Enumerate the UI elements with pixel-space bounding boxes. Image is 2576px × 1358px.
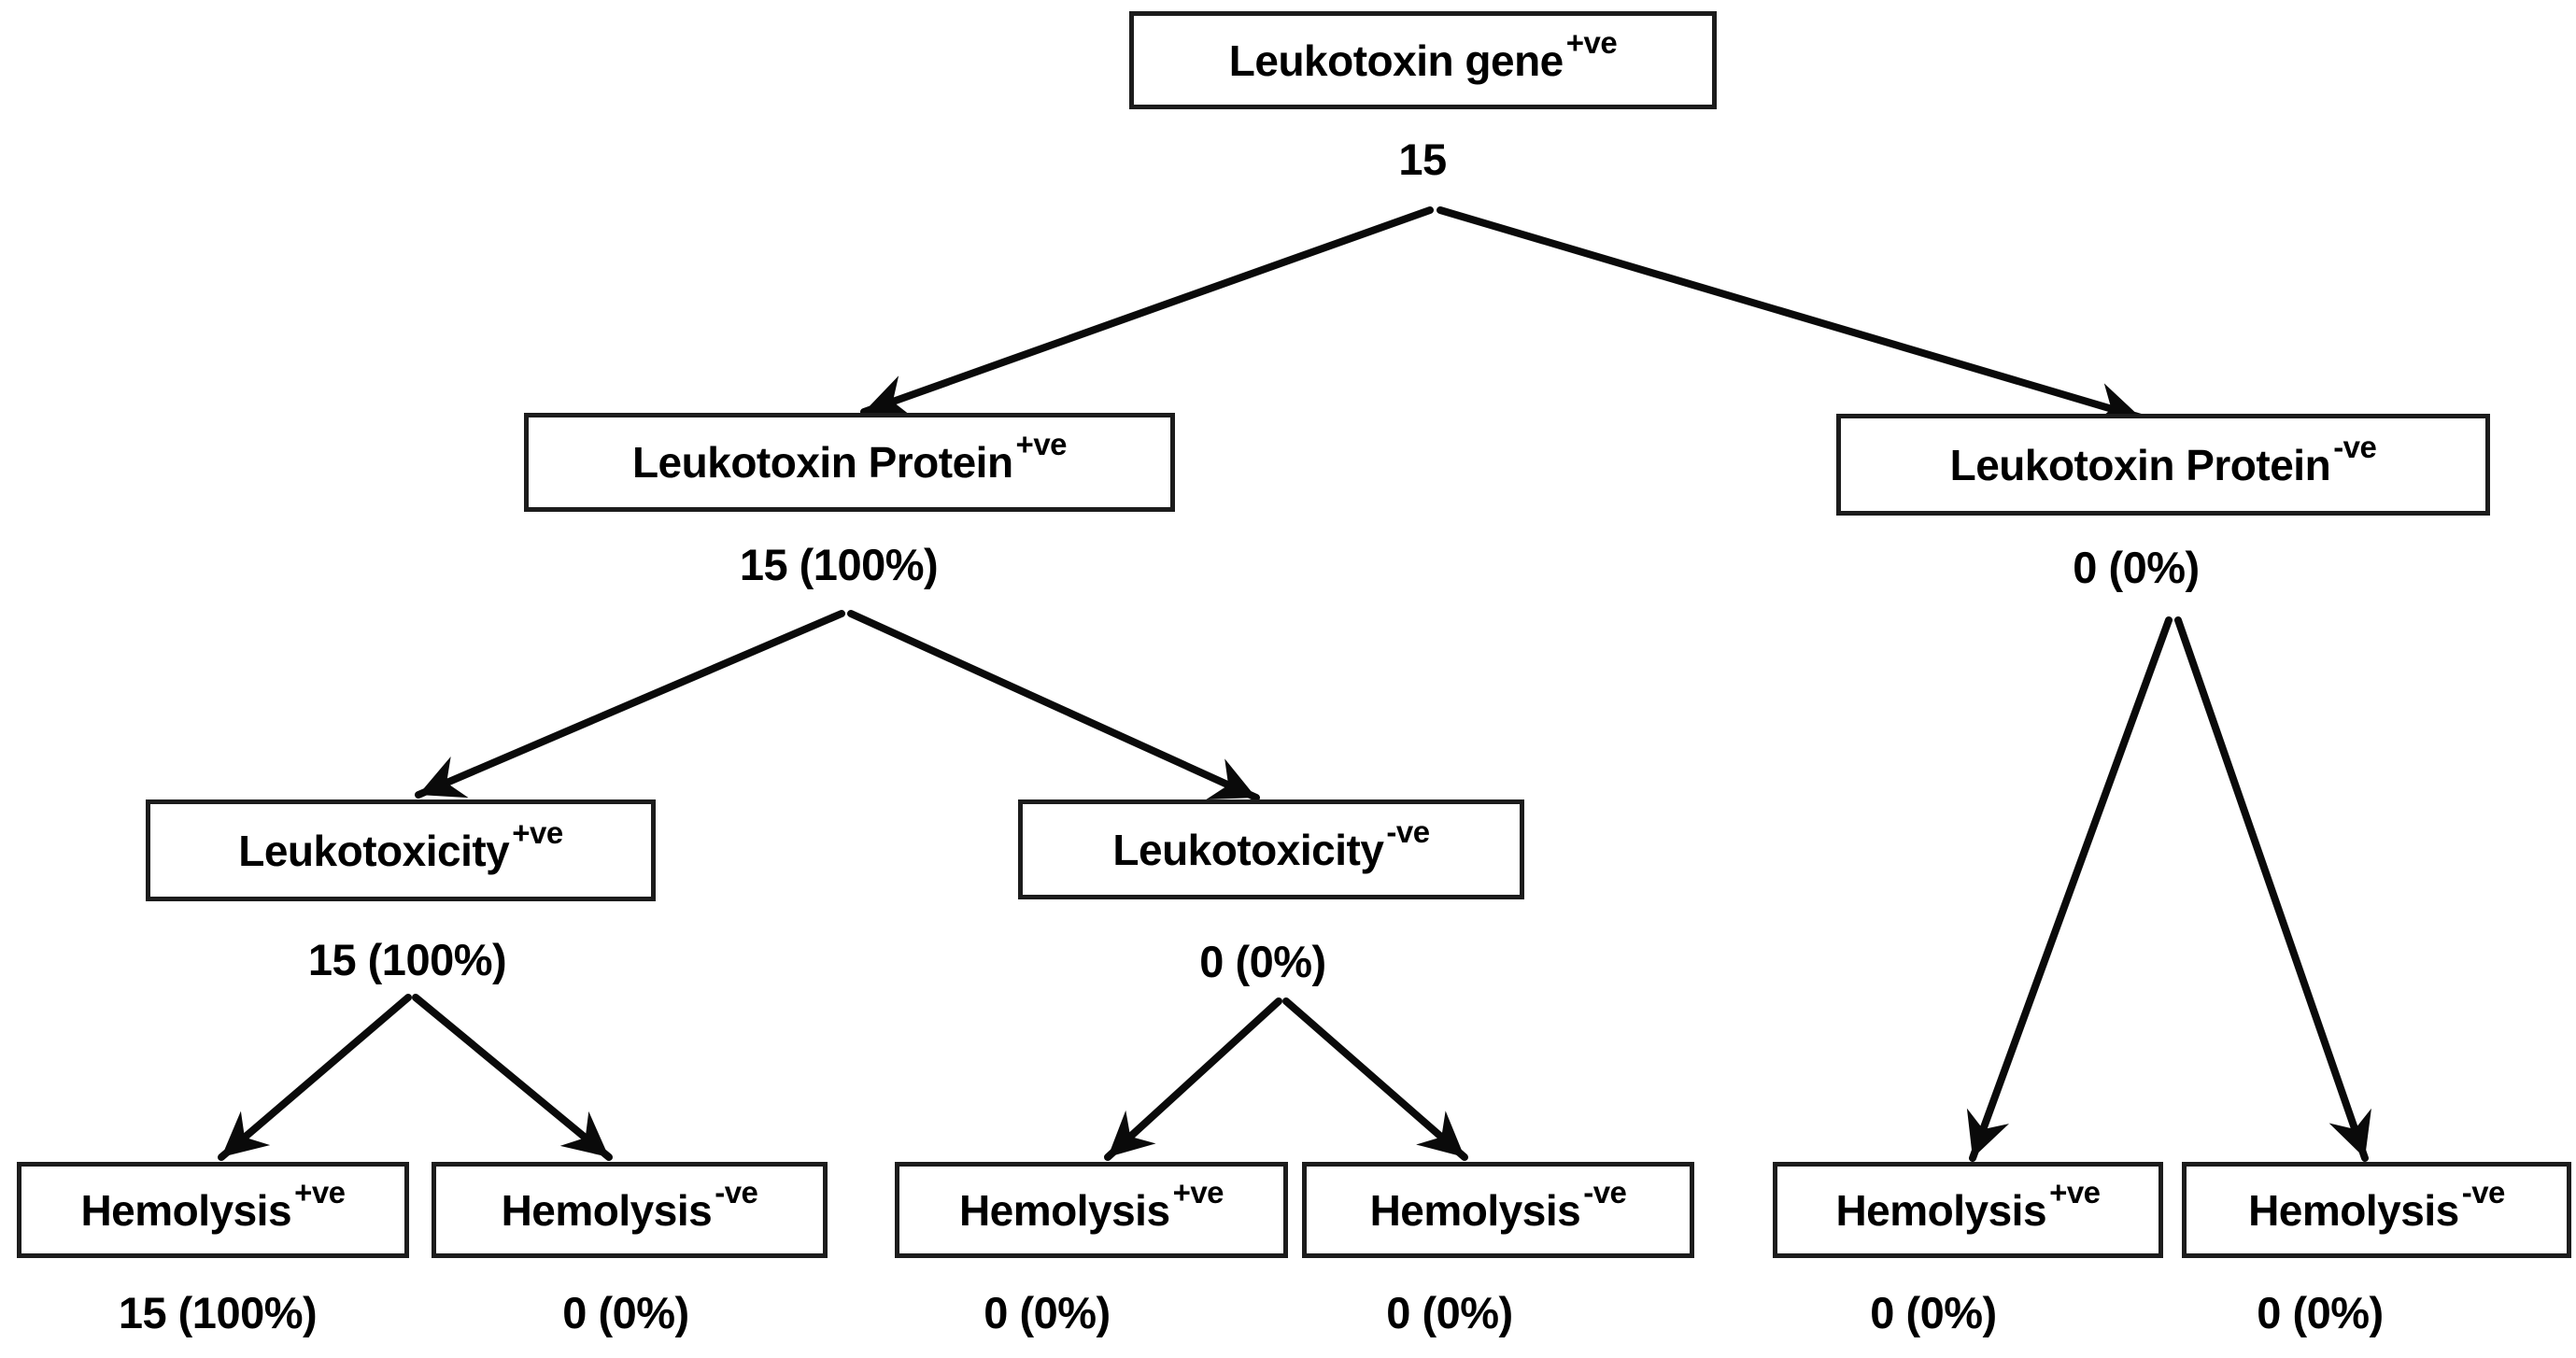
arrow-leukotoxicity-positive-to-hemolysis-positive bbox=[218, 994, 412, 1161]
count-leukotoxin-protein-negative: 0 (0%) bbox=[2073, 543, 2200, 592]
node-superscript: -ve bbox=[715, 1174, 758, 1209]
arrow-protein-positive-to-leukotoxicity-negative bbox=[847, 610, 1260, 801]
count-leukotoxicity-positive: 15 (100%) bbox=[307, 935, 507, 984]
node-superscript: -ve bbox=[1386, 813, 1430, 849]
node-leukotoxin-gene-positive: Leukotoxin gene+ve bbox=[1129, 11, 1717, 109]
node-label: Hemolysis bbox=[1369, 1185, 1581, 1235]
arrow-root-to-protein-negative bbox=[1437, 206, 2144, 427]
node-label: Hemolysis bbox=[958, 1185, 1170, 1235]
count-hemolysis-negative-2: 0 (0%) bbox=[1386, 1288, 1513, 1337]
node-superscript: +ve bbox=[2049, 1174, 2101, 1209]
node-hemolysis-negative-2: Hemolysis-ve bbox=[1302, 1162, 1694, 1258]
node-superscript: +ve bbox=[1172, 1174, 1224, 1209]
node-hemolysis-positive-3: Hemolysis+ve bbox=[1773, 1162, 2163, 1258]
node-superscript: +ve bbox=[1015, 427, 1068, 461]
count-leukotoxicity-negative: 0 (0%) bbox=[1199, 937, 1326, 986]
node-label: Hemolysis bbox=[1835, 1185, 2047, 1235]
node-leukotoxin-protein-positive: Leukotoxin Protein+ve bbox=[524, 413, 1175, 512]
count-leukotoxin-gene-positive: 15 bbox=[1398, 134, 1447, 184]
node-leukotoxicity-negative: Leukotoxicity-ve bbox=[1018, 799, 1524, 899]
count-hemolysis-positive-2: 0 (0%) bbox=[984, 1288, 1111, 1337]
node-hemolysis-positive-1: Hemolysis+ve bbox=[17, 1162, 409, 1258]
count-leukotoxin-protein-positive: 15 (100%) bbox=[739, 540, 939, 589]
node-label: Leukotoxin Protein bbox=[1949, 440, 2331, 489]
node-leukotoxin-protein-negative: Leukotoxin Protein-ve bbox=[1836, 414, 2490, 516]
count-hemolysis-positive-1: 15 (100%) bbox=[118, 1288, 318, 1337]
node-label: Hemolysis bbox=[80, 1185, 292, 1235]
node-superscript: -ve bbox=[2461, 1174, 2506, 1209]
node-superscript: +ve bbox=[1565, 24, 1618, 60]
arrow-leukotoxicity-negative-to-hemolysis-negative bbox=[1282, 997, 1468, 1161]
node-superscript: -ve bbox=[1583, 1174, 1627, 1209]
arrow-protein-positive-to-leukotoxicity-positive bbox=[415, 610, 845, 799]
count-hemolysis-negative-1: 0 (0%) bbox=[562, 1288, 689, 1337]
arrow-root-to-protein-positive bbox=[860, 206, 1434, 418]
arrow-protein-negative-to-hemolysis-positive bbox=[1966, 616, 2173, 1162]
node-leukotoxicity-positive: Leukotoxicity+ve bbox=[146, 799, 656, 901]
node-label: Leukotoxicity bbox=[238, 826, 510, 875]
node-hemolysis-negative-1: Hemolysis-ve bbox=[432, 1162, 828, 1258]
arrow-leukotoxicity-negative-to-hemolysis-positive bbox=[1104, 997, 1282, 1161]
node-label: Leukotoxin gene bbox=[1228, 35, 1564, 85]
node-superscript: +ve bbox=[294, 1174, 346, 1209]
node-label: Hemolysis bbox=[2248, 1185, 2459, 1235]
node-label: Leukotoxin Protein bbox=[631, 438, 1013, 487]
node-label: Hemolysis bbox=[501, 1185, 713, 1235]
node-hemolysis-positive-2: Hemolysis+ve bbox=[895, 1162, 1288, 1258]
node-superscript: -ve bbox=[2333, 429, 2377, 464]
node-label: Leukotoxicity bbox=[1112, 825, 1384, 874]
node-hemolysis-negative-3: Hemolysis-ve bbox=[2182, 1162, 2571, 1258]
node-superscript: +ve bbox=[512, 814, 563, 850]
count-hemolysis-positive-3: 0 (0%) bbox=[1870, 1288, 1997, 1337]
arrow-leukotoxicity-positive-to-hemolysis-negative bbox=[412, 994, 613, 1161]
arrow-protein-negative-to-hemolysis-negative bbox=[2174, 616, 2371, 1162]
count-hemolysis-negative-3: 0 (0%) bbox=[2257, 1288, 2384, 1337]
